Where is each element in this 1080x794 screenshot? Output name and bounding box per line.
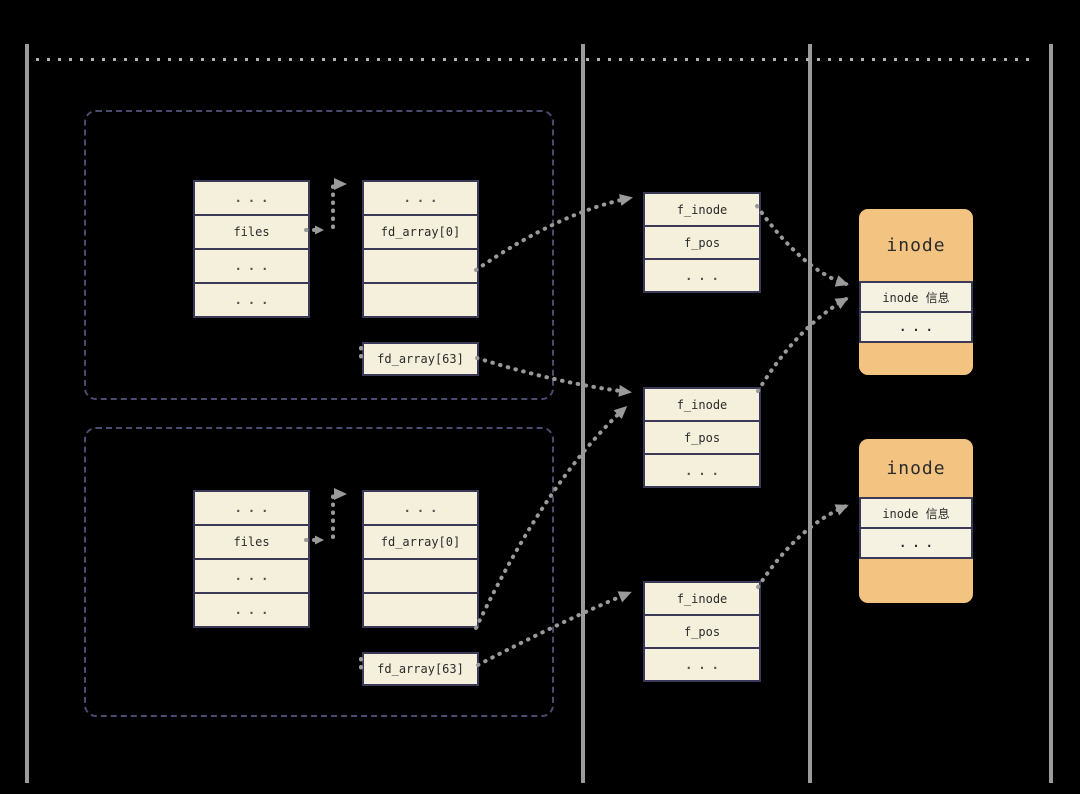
fd-array-empty-cell [364,248,477,282]
p2-task-struct-table: ... files ... ... [193,490,310,628]
table-cell-ellipsis: ... [195,492,308,524]
table-cell-ellipsis: ... [195,282,308,316]
files-pointer-cell: files [195,214,308,248]
inode-title: inode [886,457,946,479]
table-cell-ellipsis: ... [195,182,308,214]
inode-ellipsis-row: ... [859,311,973,343]
files-pointer-cell: files [195,524,308,558]
fd-array-empty-cell [364,282,477,316]
column-divider-3 [808,44,812,783]
arrow-file-object-3-to-inode-2 [756,504,849,589]
f-inode-cell: f_inode [645,194,759,225]
inode-title: inode [886,234,946,256]
inode-box-2: inode inode 信息 ... [859,439,973,603]
process-1-boundary [84,110,554,400]
inode-ellipsis-row: ... [859,527,973,559]
f-pos-cell: f_pos [645,614,759,647]
file-object-3: f_inode f_pos ... [643,581,761,682]
file-object-1: f_inode f_pos ... [643,192,761,293]
top-dotted-line [36,58,1032,61]
arrow-file-object-1-to-inode-1 [755,204,849,287]
table-cell-ellipsis: ... [195,558,308,592]
table-cell-ellipsis: ... [195,592,308,626]
fd-array-empty-cell [364,592,477,626]
table-cell-ellipsis: ... [364,182,477,214]
column-divider-4 [1049,44,1053,783]
p2-fd-array-table: ... fd_array[0] [362,490,479,628]
f-inode-cell: f_inode [645,583,759,614]
table-cell-ellipsis: ... [645,453,759,486]
p1-fd-array-table: ... fd_array[0] [362,180,479,318]
f-inode-cell: f_inode [645,389,759,420]
arrow-file-object-2-to-inode-1 [756,297,849,393]
p1-fd-array-63-box: fd_array[63] [362,342,479,376]
file-object-2: f_inode f_pos ... [643,387,761,488]
column-divider-2 [581,44,585,783]
fd-array-0-cell: fd_array[0] [364,524,477,558]
column-divider-1 [25,44,29,783]
inode-box-1: inode inode 信息 ... [859,209,973,375]
table-cell-ellipsis: ... [364,492,477,524]
f-pos-cell: f_pos [645,420,759,453]
table-cell-ellipsis: ... [195,248,308,282]
process-2-boundary [84,427,554,717]
inode-info-row: inode 信息 [859,497,973,529]
f-pos-cell: f_pos [645,225,759,258]
p2-fd-array-63-box: fd_array[63] [362,652,479,686]
table-cell-ellipsis: ... [645,258,759,291]
fd-array-0-cell: fd_array[0] [364,214,477,248]
table-cell-ellipsis: ... [645,647,759,680]
p1-task-struct-table: ... files ... ... [193,180,310,318]
fd-array-empty-cell [364,558,477,592]
inode-info-row: inode 信息 [859,281,973,313]
